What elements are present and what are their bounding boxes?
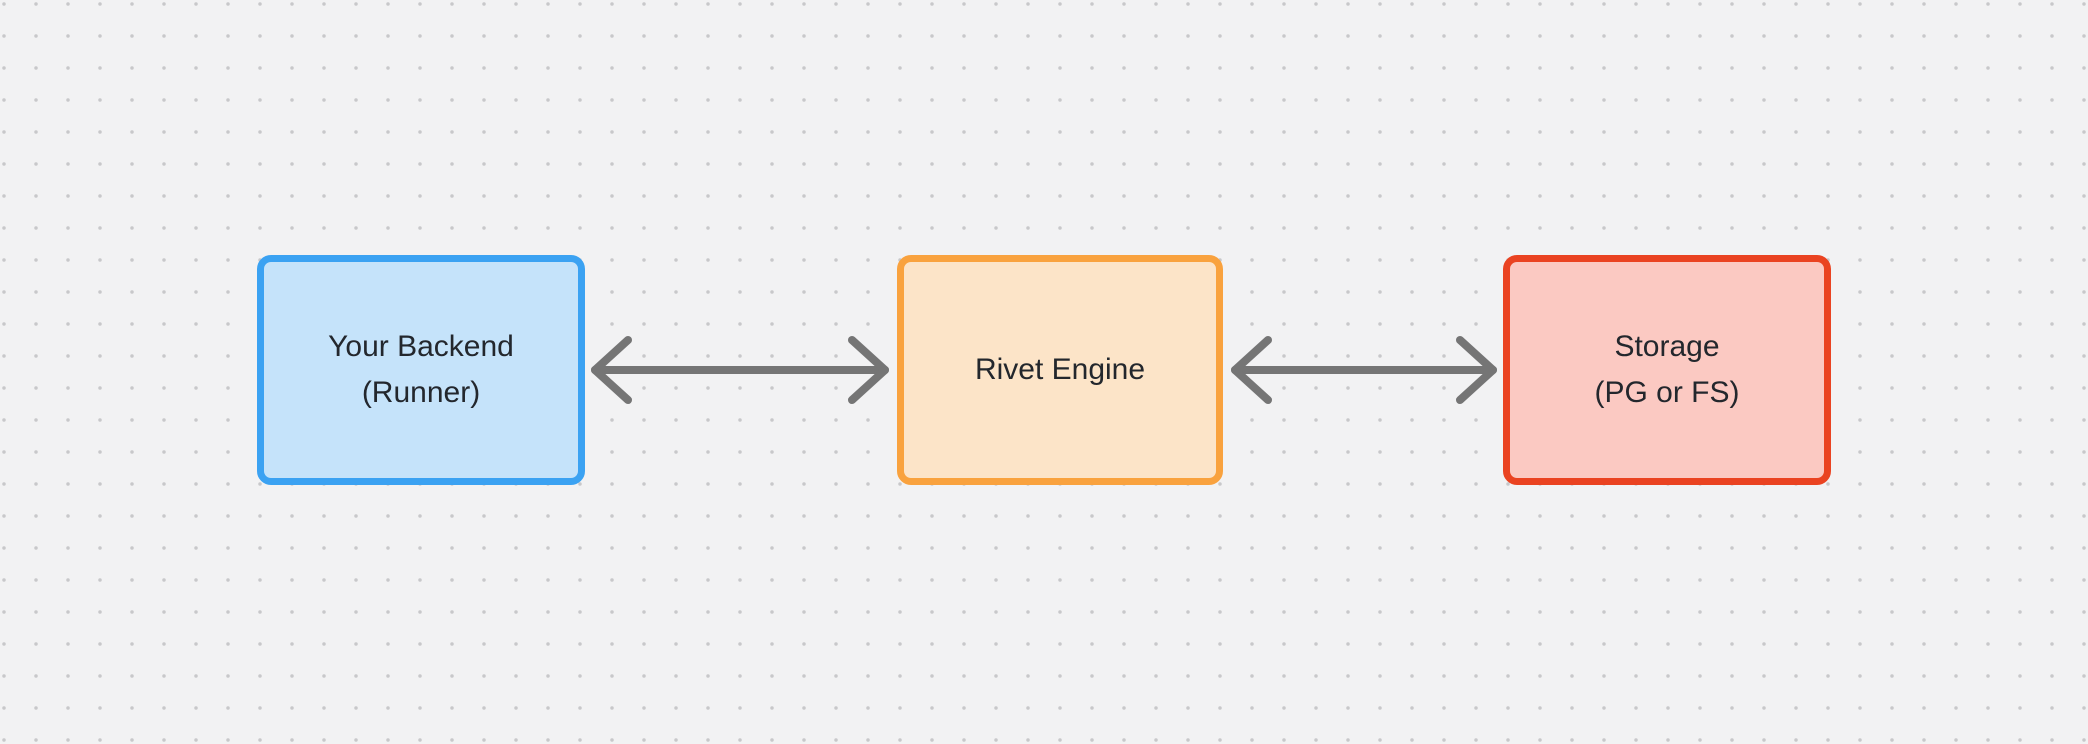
arrow-head-left-icon [1231,336,1272,404]
node-label: Rivet Engine [974,353,1146,386]
arrow-head-right-icon [848,336,889,404]
node-label: (Runner) [361,376,481,409]
node-your-backend: Your Backend (Runner) [257,255,585,485]
arrow-backend-engine [591,336,889,404]
arrow-engine-storage [1231,336,1497,404]
node-rivet-engine: Rivet Engine [897,255,1223,485]
arrow-head-left-icon [591,336,632,404]
node-label: (PG or FS) [1594,376,1740,409]
arrow-head-right-icon [1456,336,1497,404]
node-label: Your Backend [328,330,514,363]
node-storage: Storage (PG or FS) [1503,255,1831,485]
node-label: Storage [1614,330,1720,363]
